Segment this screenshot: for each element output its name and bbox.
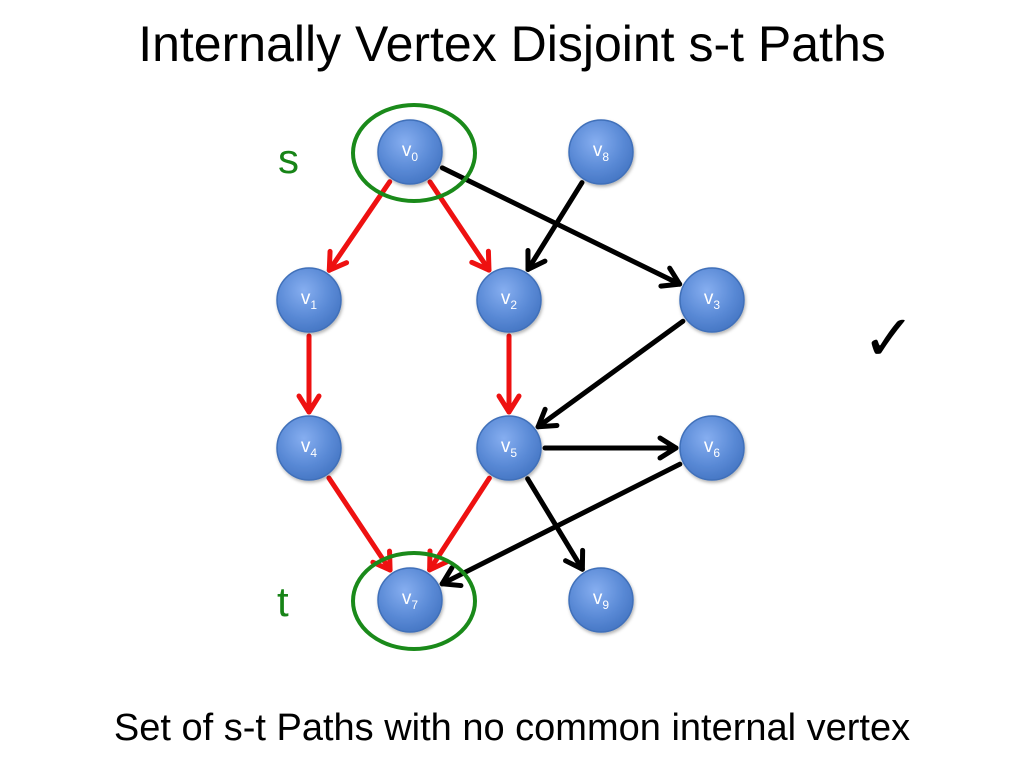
check-mark-icon: ✓ [862,302,916,376]
node-v7: v7 [377,567,443,633]
target-ring [351,551,477,651]
node-v9: v9 [568,567,634,633]
edge-v5-v7 [427,475,492,573]
edge-v0-v3 [439,165,683,289]
node-v6: v6 [679,415,745,481]
edge-v3-v5 [535,318,686,430]
slide-caption: Set of s-t Paths with no common internal… [113,707,911,749]
node-label-v5: v5 [501,436,518,460]
node-label-v0: v0 [402,140,419,164]
node-label-v1: v1 [301,288,318,312]
node-v3: v3 [679,267,745,333]
edge-v1-v4 [296,333,322,415]
node-label-v2: v2 [501,288,518,312]
edge-v4-v7 [326,475,393,573]
edge-v2-v5 [496,333,522,415]
node-label-v3: v3 [704,288,721,312]
node-v2: v2 [476,267,542,333]
target-label: t [277,578,289,625]
edge-v0-v1 [326,179,393,273]
node-label-v7: v7 [402,588,419,612]
node-label-v6: v6 [704,436,721,460]
edge-v8-v2 [525,180,585,272]
terminal-rings [351,103,477,651]
node-label-v4: v4 [301,436,318,460]
node-v5: v5 [476,415,542,481]
node-v4: v4 [276,415,342,481]
node-label-v8: v8 [593,140,610,164]
node-v8: v8 [568,119,634,185]
node-v1: v1 [276,267,342,333]
edge-v5-v6 [542,435,679,461]
nodes-layer: v0 v8 v1 v2 v3 v4 v5 v6 v7 v9 [276,119,745,633]
source-ring [351,103,477,203]
node-label-v9: v9 [593,588,610,612]
edges-layer [296,165,686,589]
edge-v5-v9 [525,476,586,572]
slide-title: Internally Vertex Disjoint s-t Paths [138,16,886,72]
node-v0: v0 [377,119,443,185]
source-label: s [278,135,299,182]
edge-v6-v7 [439,461,683,589]
